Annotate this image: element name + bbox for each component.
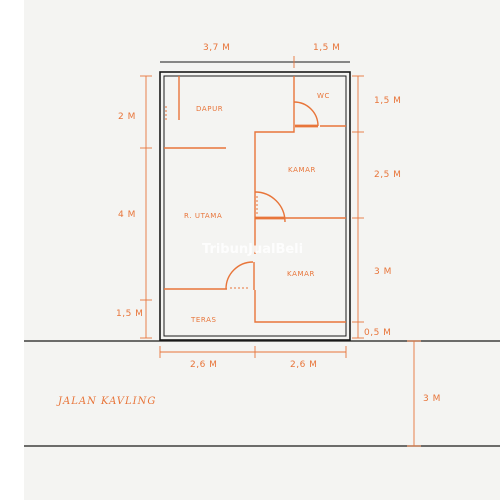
dim-bottom-left: 2,6 M bbox=[190, 360, 217, 370]
dimension-labels: 3,7 M 1,5 M 2 M 4 M 1,5 M 1,5 M 2,5 M 3 … bbox=[116, 43, 441, 404]
room-bedroom2-label: KAMAR bbox=[287, 270, 315, 278]
dim-top-left: 3,7 M bbox=[203, 43, 230, 53]
outer-wall-inner bbox=[163, 75, 347, 337]
door-hatches bbox=[165, 106, 258, 289]
bedroom1-left-wall bbox=[254, 126, 295, 254]
dim-top-right: 1,5 M bbox=[313, 43, 340, 53]
room-wc-label: WC bbox=[317, 92, 330, 100]
street-label: JALAN KAVLING bbox=[56, 396, 156, 407]
bedroom2-door-arc bbox=[225, 261, 254, 290]
dim-road-width: 3 M bbox=[423, 394, 441, 404]
room-kitchen-label: DAPUR bbox=[196, 105, 223, 113]
bedroom2-bottom-wall bbox=[254, 290, 346, 323]
outer-wall-outer bbox=[159, 71, 351, 341]
door-thresholds bbox=[253, 124, 318, 290]
outer-walls bbox=[159, 61, 351, 341]
dim-left-terrace: 1,5 M bbox=[116, 309, 143, 319]
dim-right-bottom: 0,5 M bbox=[364, 328, 391, 338]
watermark: TribunJualBeli bbox=[202, 242, 303, 257]
paper-background bbox=[24, 0, 500, 500]
room-terrace-label: TERAS bbox=[190, 316, 217, 324]
dim-right-wc: 1,5 M bbox=[374, 96, 401, 106]
dim-right-bedroom1: 2,5 M bbox=[374, 170, 401, 180]
dim-bottom-right: 2,6 M bbox=[290, 360, 317, 370]
room-bedroom1-label: KAMAR bbox=[288, 166, 316, 174]
wc-door-arc bbox=[293, 101, 319, 127]
dim-right-bedroom2: 3 M bbox=[374, 267, 392, 277]
interior-walls bbox=[164, 76, 346, 323]
dim-left-kitchen: 2 M bbox=[118, 112, 136, 122]
room-labels: DAPUR WC KAMAR R. UTAMA KAMAR TERAS bbox=[184, 92, 330, 324]
dim-left-main: 4 M bbox=[118, 210, 136, 220]
dimension-lines bbox=[140, 56, 421, 447]
room-main-label: R. UTAMA bbox=[184, 212, 222, 220]
